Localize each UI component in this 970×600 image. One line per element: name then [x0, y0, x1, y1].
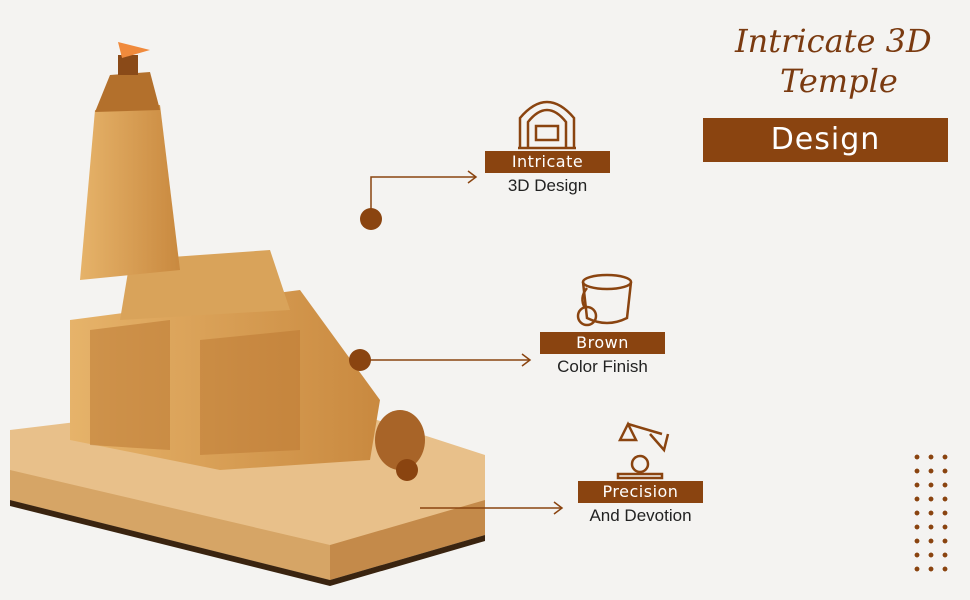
- temple-arch-icon: [518, 100, 576, 150]
- decorative-dot-grid: [910, 450, 950, 580]
- pointer-dot-2: [349, 349, 371, 371]
- hand-flag-gear-icon: [616, 421, 670, 480]
- pointer-dot-1: [360, 208, 382, 230]
- pointer-dot-3: [396, 459, 418, 481]
- feature-tag-3: Precision: [578, 481, 703, 503]
- heading-banner: Design: [703, 118, 948, 162]
- heading-line-2: Temple: [780, 62, 898, 100]
- temple-model-image: [10, 42, 485, 586]
- paint-bucket-icon: [576, 273, 633, 327]
- feature-tag-2: Brown: [540, 332, 665, 354]
- feature-sub-2: Color Finish: [557, 357, 648, 376]
- feature-tag-1: Intricate: [485, 151, 610, 173]
- feature-sub-3: And Devotion: [589, 506, 692, 525]
- feature-sub-1: 3D Design: [507, 176, 588, 195]
- heading-line-1: Intricate 3D: [735, 22, 932, 60]
